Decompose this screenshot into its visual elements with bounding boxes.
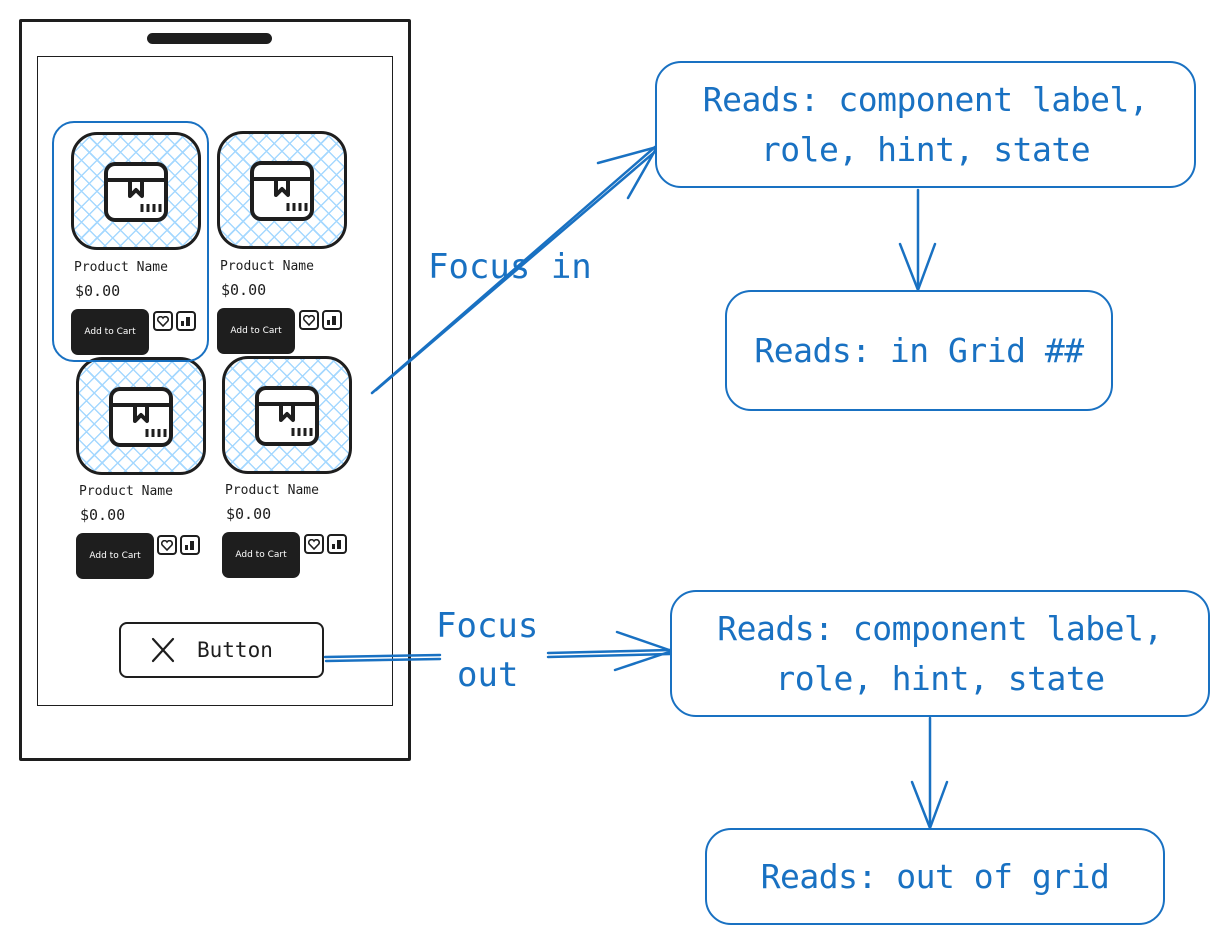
favorite-button[interactable] xyxy=(304,534,324,554)
focus-in-reads-line1: Reads: component label, xyxy=(702,79,1149,119)
package-icon xyxy=(104,162,168,222)
x-icon xyxy=(151,637,175,663)
phone-speaker xyxy=(147,33,272,44)
product-image[interactable] xyxy=(222,356,352,474)
add-to-cart-button[interactable]: Add to Cart xyxy=(71,309,149,355)
focus-in-label: Focus in xyxy=(428,247,592,287)
focus-out-reads-box: Reads: component label, role, hint, stat… xyxy=(670,590,1210,717)
product-price: $0.00 xyxy=(75,282,121,300)
phone-screen xyxy=(37,56,393,706)
heart-icon xyxy=(161,539,173,551)
product-image[interactable] xyxy=(76,357,206,475)
product-name: Product Name xyxy=(79,484,173,499)
heart-icon xyxy=(308,538,320,550)
bar-chart-icon xyxy=(327,316,336,325)
bar-chart-icon xyxy=(181,317,190,326)
bar-chart-icon xyxy=(332,540,341,549)
out-of-grid-reads-box: Reads: out of grid xyxy=(705,828,1165,925)
favorite-button[interactable] xyxy=(299,310,319,330)
product-name: Product Name xyxy=(225,483,319,498)
add-to-cart-button[interactable]: Add to Cart xyxy=(76,533,154,579)
heart-icon xyxy=(157,315,169,327)
focus-in-reads-line2: role, hint, state xyxy=(760,129,1091,169)
heart-icon xyxy=(303,314,315,326)
add-to-cart-button[interactable]: Add to Cart xyxy=(222,532,300,578)
add-to-cart-button[interactable]: Add to Cart xyxy=(217,308,295,354)
package-icon xyxy=(109,387,173,447)
package-icon xyxy=(255,386,319,446)
product-image[interactable] xyxy=(71,132,201,250)
in-grid-reads-text: Reads: in Grid ## xyxy=(754,330,1084,370)
product-image[interactable] xyxy=(217,131,347,249)
compare-button[interactable] xyxy=(176,311,196,331)
out-of-grid-reads-text: Reads: out of grid xyxy=(760,856,1110,896)
focus-out-label-line2: out xyxy=(457,655,519,695)
product-price: $0.00 xyxy=(221,281,267,299)
favorite-button[interactable] xyxy=(157,535,177,555)
focus-out-label-line1: Focus xyxy=(436,606,539,646)
in-grid-reads-box: Reads: in Grid ## xyxy=(725,290,1113,411)
focus-highlight xyxy=(52,121,209,362)
bottom-button[interactable]: Button xyxy=(119,622,324,678)
product-name: Product Name xyxy=(220,259,314,274)
favorite-button[interactable] xyxy=(153,311,173,331)
focus-out-arrow xyxy=(323,653,442,659)
focus-out-reads-line1: Reads: component label, xyxy=(717,608,1163,648)
focus-out-reads-line2: role, hint, state xyxy=(775,658,1105,698)
compare-button[interactable] xyxy=(180,535,200,555)
product-price: $0.00 xyxy=(80,506,126,524)
bar-chart-icon xyxy=(185,541,194,550)
product-price: $0.00 xyxy=(226,505,272,523)
bottom-button-label: Button xyxy=(197,638,273,662)
compare-button[interactable] xyxy=(322,310,342,330)
focus-in-reads-box: Reads: component label, role, hint, stat… xyxy=(655,61,1196,188)
compare-button[interactable] xyxy=(327,534,347,554)
package-icon xyxy=(250,161,314,221)
product-name: Product Name xyxy=(74,260,168,275)
